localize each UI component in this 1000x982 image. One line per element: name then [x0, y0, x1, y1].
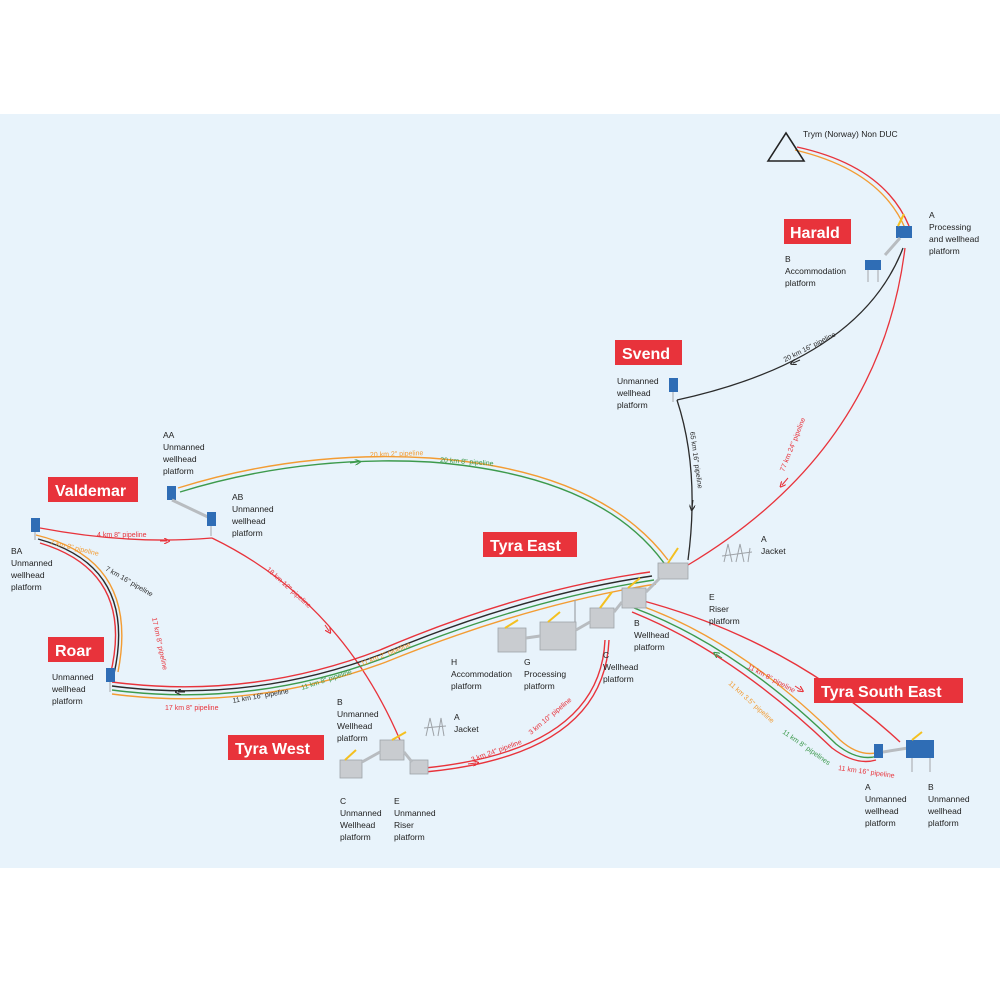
label-harald-a: A Processing and wellhead platform	[929, 210, 981, 256]
label-harald-b: B Accommodation platform	[785, 254, 848, 288]
label-pipe-tse-8s: 11 km 8" pipelines	[781, 729, 832, 767]
label-valdemar-aa: AA Unmanned wellhead platform	[162, 430, 207, 476]
svg-text:Harald: Harald	[790, 225, 840, 242]
pipe-harald-tyra	[687, 247, 906, 566]
pipe-harald-svend	[676, 247, 904, 401]
pipe-ab-tyrawest	[211, 537, 401, 741]
label-pipe-tse-16: 11 km 16" pipeline	[838, 765, 895, 780]
label-tse-a: A Unmanned wellhead platform	[864, 782, 909, 828]
label-trym: Trym (Norway) Non DUC	[803, 129, 898, 139]
label-tyra-west-b: B Unmanned Wellhead platform	[337, 697, 381, 743]
tse-a-platform-icon	[874, 744, 909, 758]
label-tse-b: B Unmanned wellhead platform	[927, 782, 972, 828]
field-label-valdemar: Valdemar	[48, 477, 138, 502]
pipe-tyrawest-tyra-2	[424, 639, 610, 773]
svg-text:Svend: Svend	[622, 346, 670, 363]
label-pipe-roar-tyra-8: 17 km 8" pipeline	[165, 705, 219, 712]
label-svend: Unmanned wellhead platform	[616, 376, 661, 410]
label-pipe-ba-roar-16: 7 km 16" pipeline	[104, 566, 154, 599]
tyra-west-complex-icon	[339, 731, 429, 779]
arrow-ab-tyrawest	[324, 624, 329, 631]
arrow-svend-tyra	[692, 499, 693, 508]
field-label-tyra-east: Tyra East	[483, 532, 577, 557]
field-label-harald: Harald	[784, 219, 851, 244]
valdemar-aa-platform-icon	[167, 486, 211, 520]
label-pipe-tyrawest-10: 3 km 10" pipeline	[528, 697, 574, 737]
pipe-valdemar-tyra	[177, 455, 669, 564]
field-label-svend: Svend	[615, 340, 682, 365]
field-label-roar: Roar	[48, 637, 104, 662]
pipe-tyra-tse	[631, 599, 901, 763]
pipe-tyrawest-tyra	[424, 639, 606, 769]
label-pipe-tyrawest-24: 3 km 24" pipeline	[470, 739, 523, 764]
arrow-tyra-tse	[716, 654, 723, 659]
label-tyra-east-g: G Processing platform	[524, 657, 568, 691]
harald-a-platform-icon	[883, 213, 912, 256]
label-tyra-west-e: E Unmanned Riser platform	[394, 796, 438, 842]
label-tyra-east-h: H Accommodation platform	[451, 657, 514, 691]
svend-platform-icon	[669, 378, 678, 402]
pipe-svend-tyra	[676, 399, 693, 561]
label-pipe-roar-tyra-16: 11 km 16" pipeline	[232, 688, 289, 705]
tyra-west-jacket-icon	[423, 717, 447, 737]
label-pipe-tse-35: 11 km 3.5" pipeline	[727, 680, 775, 725]
label-tyra-east-a: A Jacket	[761, 534, 786, 556]
arrow-valdemar-tyra	[349, 462, 358, 463]
field-label-tyra-west: Tyra West	[228, 735, 324, 760]
label-pipe-valdemar-2: 20 km 2" pipeline	[370, 450, 424, 459]
label-pipe-tse-8: 11 km 8" pipeline	[746, 664, 796, 695]
roar-platform-icon	[106, 668, 115, 692]
tyra-east-complex-icon	[497, 547, 689, 653]
trym-triangle-icon	[766, 131, 806, 162]
arrow-tse-red	[794, 685, 801, 690]
label-valdemar-ba: BA Unmanned wellhead platform	[10, 546, 55, 592]
field-label-tyra-south-east: Tyra South East	[814, 678, 963, 703]
label-pipe-ba-ab: 4 km 8" pipeline	[97, 532, 147, 539]
svg-text:Roar: Roar	[55, 643, 91, 660]
label-tyra-east-c: C Wellhead platform	[603, 650, 641, 684]
label-roar: Unmanned wellhead platform	[51, 672, 96, 706]
label-pipe-ab-tyrawest: 18 km 12" pipeline	[265, 566, 312, 610]
label-tyra-east-b: B Wellhead platform	[634, 618, 672, 652]
label-tyra-west-a: A Jacket	[454, 712, 479, 734]
label-tyra-west-c: C Unmanned Wellhead platform	[340, 796, 384, 842]
pipe-roar-tyra	[111, 571, 657, 700]
label-pipe-ba-roar-8: 17 km 8" pipeline	[150, 617, 168, 671]
valdemar-ba-platform-icon	[31, 518, 40, 540]
pipe-ba-roar	[35, 534, 123, 677]
arrow-harald-tyra	[782, 477, 789, 485]
pipe-trym-harald	[794, 146, 910, 229]
svg-text:Tyra South East: Tyra South East	[821, 684, 942, 701]
tyra-east-jacket-icon	[721, 543, 753, 563]
label-tyra-east-e: E Riser platform	[709, 592, 740, 626]
label-pipe-harald-tyra: 77 km 24" pipeline	[779, 417, 807, 473]
valdemar-ab-platform-icon	[207, 512, 216, 536]
svg-text:Tyra East: Tyra East	[490, 538, 562, 555]
label-pipe-harald-svend: 20 km 16" pipeline	[783, 331, 837, 363]
tse-b-platform-icon	[906, 731, 934, 772]
pipe-ba-ab	[39, 527, 213, 541]
arrow-tyrawest-tyra	[467, 763, 476, 764]
harald-b-platform-icon	[865, 260, 881, 282]
arrow-harald-svend	[793, 360, 801, 363]
svg-text:Tyra West: Tyra West	[235, 741, 311, 758]
label-pipe-valdemar-8: 20 km 8" pipeline	[440, 457, 494, 468]
svg-text:Valdemar: Valdemar	[55, 483, 126, 500]
label-valdemar-ab: AB Unmanned wellhead platform	[231, 492, 276, 538]
